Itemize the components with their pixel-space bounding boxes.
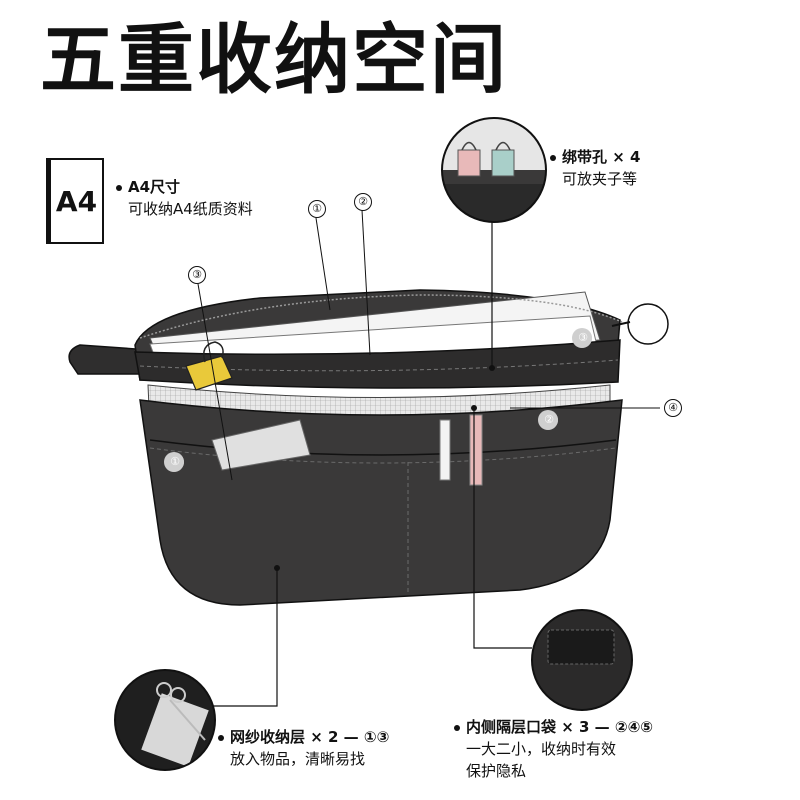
bullet-icon <box>454 724 460 731</box>
strap-feature: 绑带孔 × 4 可放夹子等 <box>550 146 640 190</box>
bag-rim <box>134 339 621 389</box>
binder-clip <box>185 341 233 391</box>
a4-feature-head: A4尺寸 <box>128 178 181 196</box>
marker-pocket-1: ① <box>166 453 184 471</box>
inner-feature: 内侧隔层口袋 × 3 — ②④⑤ 一大二小，收纳时有效 保护隐私 <box>454 716 653 782</box>
a4-feature: A4尺寸 可收纳A4纸质资料 <box>116 176 253 220</box>
inner-feature-desc-2: 保护隐私 <box>466 762 527 780</box>
zipper <box>139 294 623 339</box>
bullet-icon <box>116 184 122 191</box>
inner-feature-head: 内侧隔层口袋 × 3 — ②④⑤ <box>466 718 653 736</box>
strap-feature-head: 绑带孔 × 4 <box>562 148 641 166</box>
marker-pocket-2: ② <box>540 411 558 429</box>
bag-handle <box>68 344 151 375</box>
bullet-icon <box>550 154 556 161</box>
mesh-feature: 网纱收纳层 × 2 — ①③ 放入物品，清晰易找 <box>218 726 389 770</box>
marker-4: ④ <box>664 399 682 417</box>
pen <box>439 419 451 481</box>
marker-1: ① <box>308 200 326 218</box>
a4-badge: A4 <box>46 158 104 244</box>
zipper-ring <box>627 303 669 345</box>
marker-3: ③ <box>188 266 206 284</box>
bullet-icon <box>218 734 224 741</box>
mesh-feature-desc: 放入物品，清晰易找 <box>230 750 366 768</box>
strap-feature-desc: 可放夹子等 <box>562 170 638 188</box>
a4-feature-desc: 可收纳A4纸质资料 <box>128 200 253 218</box>
bag-body <box>139 399 623 606</box>
mesh-feature-head: 网纱收纳层 × 2 — ①③ <box>230 728 390 746</box>
inner-feature-desc-1: 一大二小，收纳时有效 <box>466 740 617 758</box>
pen <box>469 414 483 486</box>
marker-pocket-3: ③ <box>574 329 592 347</box>
marker-2: ② <box>354 193 372 211</box>
page-title: 五重收纳空间 <box>40 15 508 104</box>
card <box>211 419 311 471</box>
